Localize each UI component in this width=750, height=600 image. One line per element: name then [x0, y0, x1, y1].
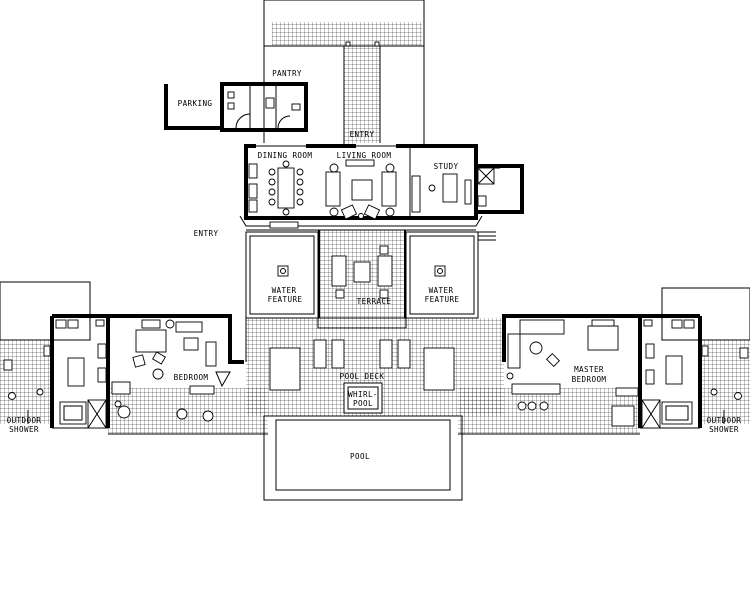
label-water-feature-right: WATER — [429, 286, 454, 295]
main-pavilion — [239, 143, 524, 231]
courts — [245, 230, 496, 329]
label-whirlpool-2: POOL — [353, 399, 373, 408]
label-bedroom: BEDROOM — [174, 373, 209, 382]
paving — [0, 22, 750, 434]
pool — [263, 415, 463, 501]
label-pool: POOL — [350, 452, 370, 461]
service-wing — [164, 82, 308, 132]
label-master-bedroom-2: BEDROOM — [572, 375, 607, 384]
label-study: STUDY — [434, 162, 459, 171]
label-living-room: LIVING ROOM — [337, 151, 392, 160]
label-entry-north: ENTRY — [350, 130, 375, 139]
label-water-feature-right-2: FEATURE — [425, 295, 460, 304]
label-outdoor-shower-right: OUTDOOR — [707, 416, 742, 425]
label-pantry: PANTRY — [272, 69, 302, 78]
west-wing — [0, 281, 268, 435]
pool-deck — [245, 318, 505, 414]
label-dining-room: DINING ROOM — [258, 151, 313, 160]
label-whirlpool: WHIRL- — [348, 390, 378, 399]
label-outdoor-shower-left: OUTDOOR — [7, 416, 42, 425]
label-pool-deck: POOL DECK — [340, 372, 385, 381]
label-terrace: TERRACE — [357, 297, 392, 306]
label-outdoor-shower-left-2: SHOWER — [9, 425, 39, 434]
label-master-bedroom: MASTER — [574, 365, 604, 374]
label-outdoor-shower-right-2: SHOWER — [709, 425, 739, 434]
label-parking: PARKING — [178, 99, 213, 108]
label-water-feature-left-2: FEATURE — [268, 295, 303, 304]
north-courtyard — [263, 0, 425, 146]
east-wing — [458, 287, 750, 435]
room-labels: PANTRY PARKING ENTRY DINING ROOM LIVING … — [7, 69, 742, 461]
label-water-feature-left: WATER — [272, 286, 297, 295]
label-entry-west: ENTRY — [194, 229, 219, 238]
